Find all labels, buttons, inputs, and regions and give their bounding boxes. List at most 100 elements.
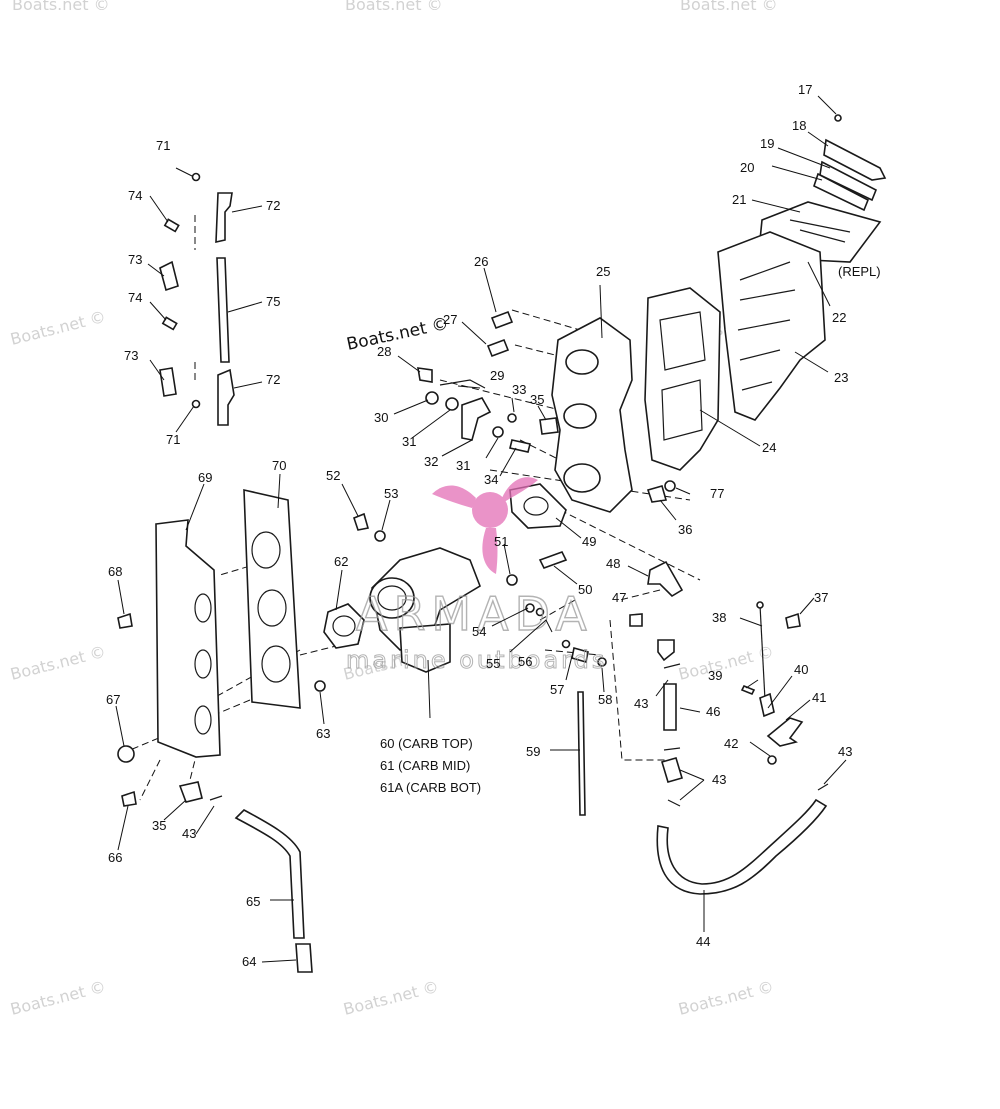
screw-42: [767, 755, 777, 765]
link-40: [759, 692, 775, 718]
part-55: [535, 607, 545, 617]
label-74: 74: [128, 188, 142, 203]
screw-63: [314, 680, 326, 692]
label-55: 55: [486, 656, 500, 671]
rod-38: [759, 604, 766, 701]
label-57: 57: [550, 682, 564, 697]
label-30: 30: [374, 410, 388, 425]
label-71: 71: [156, 138, 170, 153]
spring-29: [439, 379, 486, 389]
label-38: 38: [712, 610, 726, 625]
screw-74-bottom: [161, 316, 178, 331]
label-28: 28: [377, 344, 391, 359]
hose-46: [663, 683, 677, 731]
watermark: Boats.net ©: [8, 977, 107, 1019]
fuel-hoses: [178, 663, 829, 973]
link-rod-75: [216, 257, 230, 363]
label-68: 68: [108, 564, 122, 579]
float-bowl: [399, 623, 451, 673]
label-67: 67: [106, 692, 120, 707]
label-21: 21: [732, 192, 746, 207]
port-lower: [563, 463, 601, 493]
label-43: 43: [712, 772, 726, 787]
stud-50: [538, 551, 568, 569]
watermark: Boats.net ©: [12, 0, 110, 14]
label-63: 63: [316, 726, 330, 741]
carb-body: [371, 547, 481, 651]
cap-52: [353, 512, 370, 531]
reed-19: [819, 160, 878, 202]
screw-66: [121, 790, 137, 807]
clip-39: [740, 684, 756, 696]
plug-67: [117, 745, 135, 763]
label-64: 64: [242, 954, 256, 969]
label-23: 23: [834, 370, 848, 385]
gasket-22: [717, 231, 826, 421]
screw-17: [834, 114, 842, 122]
label-46: 46: [706, 704, 720, 719]
leader-lines: [115, 95, 847, 963]
label-17: 17: [798, 82, 812, 97]
watermark: Boats.net ©: [341, 977, 440, 1019]
label-43: 43: [838, 744, 852, 759]
fitting-28: [417, 367, 433, 383]
washer-77: [664, 480, 676, 492]
label-19: 19: [760, 136, 774, 151]
label-56: 56: [518, 654, 532, 669]
gasket-49: [509, 483, 567, 529]
label-24: 24: [762, 440, 776, 455]
bracket-48: [647, 560, 684, 598]
label-53: 53: [384, 486, 398, 501]
label-49: 49: [582, 534, 596, 549]
fitting-bottom: [661, 757, 683, 783]
note-repl: (REPL): [838, 264, 881, 279]
rod-59: [577, 691, 586, 816]
reed-20: [813, 172, 870, 212]
washer-31-bottom: [492, 426, 504, 438]
note-carb-mid: 61 (CARB MID): [380, 758, 470, 773]
label-36: 36: [678, 522, 692, 537]
label-43: 43: [634, 696, 648, 711]
fitting-64: [295, 943, 313, 973]
label-26: 26: [474, 254, 488, 269]
screw-57: [571, 646, 589, 664]
port-upper: [565, 349, 599, 375]
watermark: Boats.net ©: [345, 0, 443, 14]
silencer: [117, 488, 301, 807]
bracket-72-bottom: [217, 368, 235, 426]
silencer-cover-69: [155, 519, 221, 758]
note-carb-top: 60 (CARB TOP): [380, 736, 473, 751]
watermark: Boats.net ©: [676, 642, 775, 684]
label-41: 41: [812, 690, 826, 705]
label-40: 40: [794, 662, 808, 677]
screw-68: [117, 612, 133, 629]
clip-73-top: [159, 260, 179, 292]
screw-26: [490, 310, 514, 330]
label-22: 22: [832, 310, 846, 325]
label-71: 71: [166, 432, 180, 447]
nut-51: [506, 574, 518, 586]
watermark: Boats.net ©: [676, 977, 775, 1019]
screw-27: [486, 338, 510, 358]
bracket-72-top: [215, 192, 233, 244]
fitting-top: [657, 639, 675, 662]
screw-47: [629, 613, 643, 627]
lever-32: [461, 397, 492, 441]
port-middle: [563, 403, 597, 429]
hose-44: [656, 798, 828, 895]
gasket-70: [243, 488, 301, 709]
screw-71-top: [191, 172, 201, 182]
reed-assembly: [644, 114, 887, 471]
note-carb-bot: 61A (CARB BOT): [380, 780, 481, 795]
label-42: 42: [724, 736, 738, 751]
screw-37: [785, 612, 801, 629]
label-59: 59: [526, 744, 540, 759]
label-39: 39: [708, 668, 722, 683]
label-29: 29: [490, 368, 504, 383]
screw-36: [646, 485, 668, 503]
washer-30: [425, 391, 439, 405]
label-75: 75: [266, 294, 280, 309]
label-73: 73: [128, 252, 142, 267]
reed-stop-18: [823, 138, 887, 181]
